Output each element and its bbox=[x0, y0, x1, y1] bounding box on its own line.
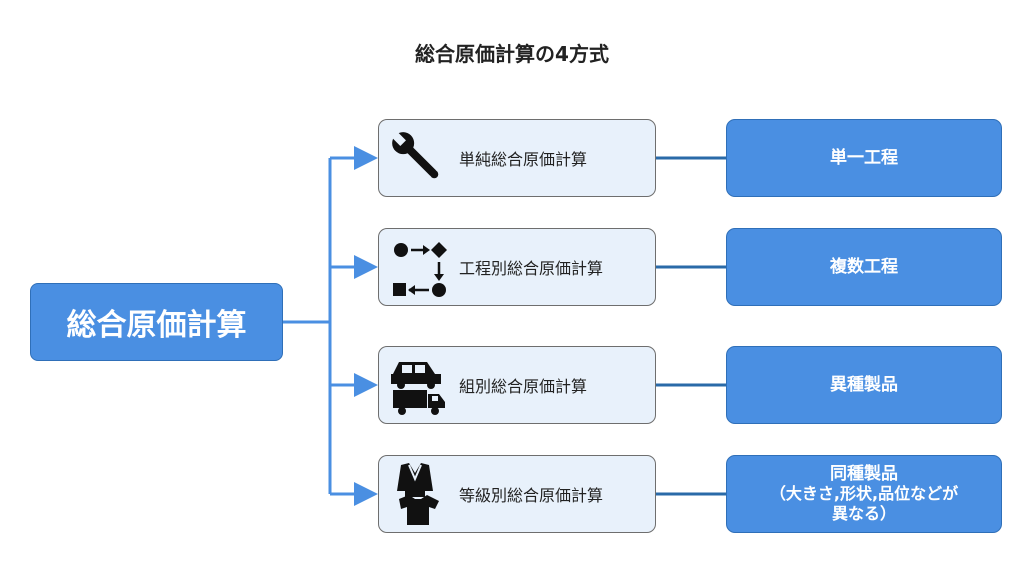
method-label: 組別総合原価計算 bbox=[459, 377, 588, 396]
method-label: 工程別総合原価計算 bbox=[459, 259, 604, 278]
method-node-group: 組別総合原価計算 bbox=[378, 346, 656, 424]
method-node-process: 工程別総合原価計算 bbox=[378, 228, 656, 306]
method-label: 単純総合原価計算 bbox=[459, 150, 588, 169]
characteristic-line: 複数工程 bbox=[830, 257, 898, 277]
root-label: 総合原価計算 bbox=[66, 308, 247, 343]
characteristic-line: 同種製品 bbox=[830, 464, 898, 484]
root-node: 総合原価計算 bbox=[30, 283, 283, 361]
clothing-icon bbox=[385, 461, 451, 527]
characteristic-line: 異種製品 bbox=[830, 375, 898, 395]
method-node-grade: 等級別総合原価計算 bbox=[378, 455, 656, 533]
characteristic-node-1: 単一工程 bbox=[726, 119, 1002, 197]
characteristic-line: （大きさ,形状,品位などが bbox=[769, 484, 959, 503]
characteristic-node-3: 異種製品 bbox=[726, 346, 1002, 424]
method-label: 等級別総合原価計算 bbox=[459, 486, 604, 505]
characteristic-line: 異なる） bbox=[831, 504, 896, 523]
vehicles-icon bbox=[385, 352, 451, 418]
wrench-icon bbox=[385, 125, 451, 191]
method-node-simple: 単純総合原価計算 bbox=[378, 119, 656, 197]
characteristic-node-4: 同種製品 （大きさ,形状,品位などが 異なる） bbox=[726, 455, 1002, 533]
characteristic-line: 単一工程 bbox=[830, 148, 898, 168]
process-flow-icon bbox=[385, 234, 451, 300]
characteristic-node-2: 複数工程 bbox=[726, 228, 1002, 306]
diagram-title: 総合原価計算の4方式 bbox=[415, 42, 609, 66]
